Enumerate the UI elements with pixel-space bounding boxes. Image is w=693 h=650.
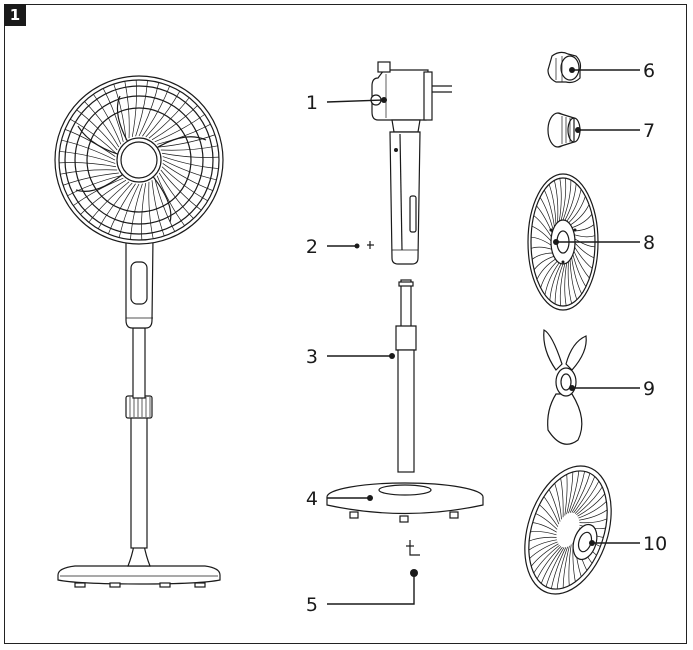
assembled-guard — [54, 75, 224, 245]
part-rear-guard — [527, 173, 599, 311]
part-rear-guard-nut — [547, 51, 582, 84]
part-screw — [367, 241, 374, 249]
callout-label-9: 9 — [643, 378, 655, 400]
callout-label-1: 1 — [306, 92, 318, 114]
leader-line-6 — [569, 67, 640, 73]
callout-label-3: 3 — [306, 346, 318, 368]
leader-line-2 — [327, 243, 360, 249]
leader-line-3 — [327, 353, 395, 359]
figure-number-badge: 1 — [4, 4, 26, 26]
callout-label-8: 8 — [643, 232, 655, 254]
callout-label-2: 2 — [306, 236, 318, 258]
leader-line-10 — [589, 540, 640, 546]
part-motor-head — [370, 61, 452, 265]
part-front-guard — [524, 465, 612, 595]
callout-label-10: 10 — [643, 533, 667, 555]
part-telescopic-pole — [395, 279, 417, 473]
figure-frame — [4, 4, 687, 644]
assembled-lower-pole — [130, 415, 148, 549]
leader-line-8 — [553, 239, 640, 245]
callout-label-6: 6 — [643, 60, 655, 82]
assembled-pole-collar — [125, 395, 153, 419]
leader-line-1 — [326, 97, 387, 103]
callout-label-5: 5 — [306, 594, 318, 616]
assembled-body — [125, 237, 154, 329]
callout-label-4: 4 — [306, 488, 318, 510]
leader-line-4 — [327, 495, 373, 501]
assembled-base — [57, 544, 221, 588]
leader-line-7 — [575, 127, 640, 133]
leader-line-5 — [327, 569, 418, 605]
assembled-fan — [54, 75, 224, 588]
callout-label-7: 7 — [643, 120, 655, 142]
part-fan-blade — [543, 329, 587, 445]
leader-line-9 — [569, 385, 640, 391]
part-allen-key — [406, 540, 420, 556]
assembled-upper-pole — [132, 327, 146, 399]
part-base — [326, 482, 484, 523]
